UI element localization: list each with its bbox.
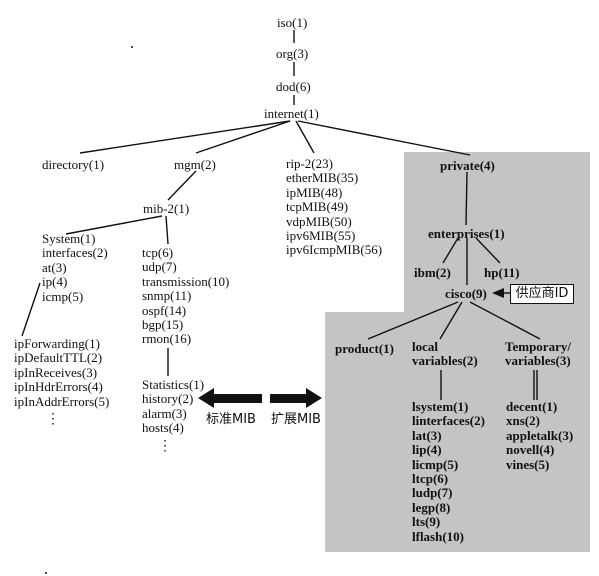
edge-enterprises-hp — [475, 237, 501, 264]
rmon-ellipsis: ⋮ — [158, 439, 172, 454]
node-temporary-variables: Temporary/ variables(3) — [505, 339, 571, 369]
cisco-subtree-shading — [325, 312, 590, 552]
list-item: ipForwarding(1) — [14, 336, 100, 351]
list-item: udp(7) — [142, 259, 177, 275]
node-private: private(4) — [440, 158, 495, 173]
list-item: ipInReceives(3) — [14, 364, 98, 380]
node-cisco: cisco(9) — [445, 286, 487, 301]
node-ibm: ibm(2) — [414, 265, 451, 280]
list-item: ipDefaultTTL(2) — [14, 350, 103, 366]
node-internet: internet(1) — [264, 106, 319, 121]
vendor-id-box: 供应商ID — [510, 284, 574, 304]
list-item: lflash(10) — [412, 528, 464, 544]
list-item: linterfaces(2) — [412, 413, 485, 429]
list-item: rip-2(23) — [286, 156, 333, 171]
list-item: lat(3) — [412, 427, 442, 443]
list-item: licmp(5) — [412, 456, 459, 472]
list-item: ip(4) — [42, 274, 68, 290]
vendor-arrow-icon — [492, 288, 504, 298]
ip-group-list: ipForwarding(1) ipDefaultTTL(2) ipInRece… — [14, 336, 110, 409]
list-item: lsystem(1) — [412, 399, 469, 414]
local-variables-line: local — [412, 339, 438, 354]
list-item: ipv6IcmpMIB(56) — [286, 242, 383, 258]
list-item: hosts(4) — [142, 420, 184, 436]
list-item: ipv6MIB(55) — [286, 227, 356, 243]
node-mgm: mgm(2) — [174, 157, 216, 172]
edge-internet-private — [297, 120, 471, 156]
arrow-left-icon — [198, 388, 262, 408]
list-item: vdpMIB(50) — [286, 213, 352, 229]
standard-mib-caption: 标准MIB — [206, 412, 256, 427]
list-item: transmission(10) — [142, 273, 230, 289]
node-iso: iso(1) — [277, 15, 308, 30]
edge-mib2-system — [65, 215, 163, 235]
local-group-list: lsystem(1) linterfaces(2) lat(3) lip(4) … — [412, 399, 485, 544]
ip-ellipsis: ⋮ — [46, 412, 60, 427]
stray-dot — [45, 572, 47, 574]
list-item: etherMIB(35) — [286, 170, 359, 186]
node-hp: hp(11) — [484, 265, 520, 280]
edge-cisco-local — [439, 301, 463, 340]
list-item: xns(2) — [506, 413, 540, 429]
local-variables-line: variables(2) — [412, 353, 478, 369]
list-item: decent(1) — [506, 399, 558, 414]
tcp-group-list: tcp(6) udp(7) transmission(10) snmp(11) … — [142, 245, 230, 347]
node-directory: directory(1) — [42, 157, 105, 172]
node-enterprises: enterprises(1) — [428, 226, 505, 241]
list-item: bgp(15) — [142, 316, 184, 332]
stray-dot — [131, 46, 133, 48]
node-dod: dod(6) — [276, 79, 311, 94]
list-item: snmp(11) — [142, 288, 192, 304]
list-item: novell(4) — [506, 442, 555, 458]
node-local-variables: local variables(2) — [412, 339, 478, 369]
list-item: alarm(3) — [142, 405, 187, 421]
edge-cisco-temporary — [469, 301, 541, 340]
list-item: Statistics(1) — [142, 377, 205, 392]
edge-enterprises-ibm — [442, 237, 459, 264]
node-mib-2: mib-2(1) — [143, 201, 190, 216]
list-item: vines(5) — [506, 456, 550, 472]
list-item: lip(4) — [412, 442, 442, 458]
list-item: rmon(16) — [142, 331, 192, 347]
edge-ip-ipforwarding — [21, 282, 41, 337]
list-item: icmp(5) — [42, 288, 84, 304]
node-org: org(3) — [276, 46, 309, 61]
list-item: interfaces(2) — [42, 245, 108, 261]
list-item: appletalk(3) — [506, 427, 574, 443]
rip-group-list: rip-2(23) etherMIB(35) ipMIB(48) tcpMIB(… — [286, 156, 383, 258]
node-product: product(1) — [335, 341, 394, 356]
edge-internet-mgm — [195, 120, 291, 154]
list-item: at(3) — [42, 259, 67, 275]
rmon-group-list: Statistics(1) history(2) alarm(3) hosts(… — [142, 377, 205, 436]
list-item: ludp(7) — [412, 485, 453, 501]
edge-internet-rip — [295, 120, 315, 154]
list-item: tcpMIB(49) — [286, 199, 349, 215]
edge-mib2-tcp — [165, 215, 169, 245]
edge-private-enterprises — [465, 171, 468, 226]
system-group-list: System(1) interfaces(2) at(3) ip(4) icmp… — [42, 231, 108, 304]
edge-mgm-mib2 — [167, 170, 197, 201]
list-item: ospf(14) — [142, 302, 187, 318]
list-item: tcp(6) — [142, 245, 174, 260]
list-item: ltcp(6) — [412, 470, 449, 486]
list-item: ipInAddrErrors(5) — [14, 393, 110, 409]
list-item: lts(9) — [412, 514, 441, 530]
list-item: ipInHdrErrors(4) — [14, 379, 103, 395]
temporary-variables-line: Temporary/ — [505, 339, 571, 354]
edge-internet-directory — [79, 120, 291, 154]
list-item: history(2) — [142, 391, 194, 407]
arrow-right-icon — [270, 388, 322, 408]
list-item: ipMIB(48) — [286, 184, 343, 200]
list-item: System(1) — [42, 231, 96, 246]
extended-mib-caption: 扩展MIB — [271, 412, 321, 427]
temporary-variables-line: variables(3) — [505, 353, 571, 369]
temp-group-list: decent(1) xns(2) appletalk(3) novell(4) … — [506, 399, 574, 472]
edge-cisco-product — [367, 301, 459, 340]
list-item: legp(8) — [412, 499, 451, 515]
